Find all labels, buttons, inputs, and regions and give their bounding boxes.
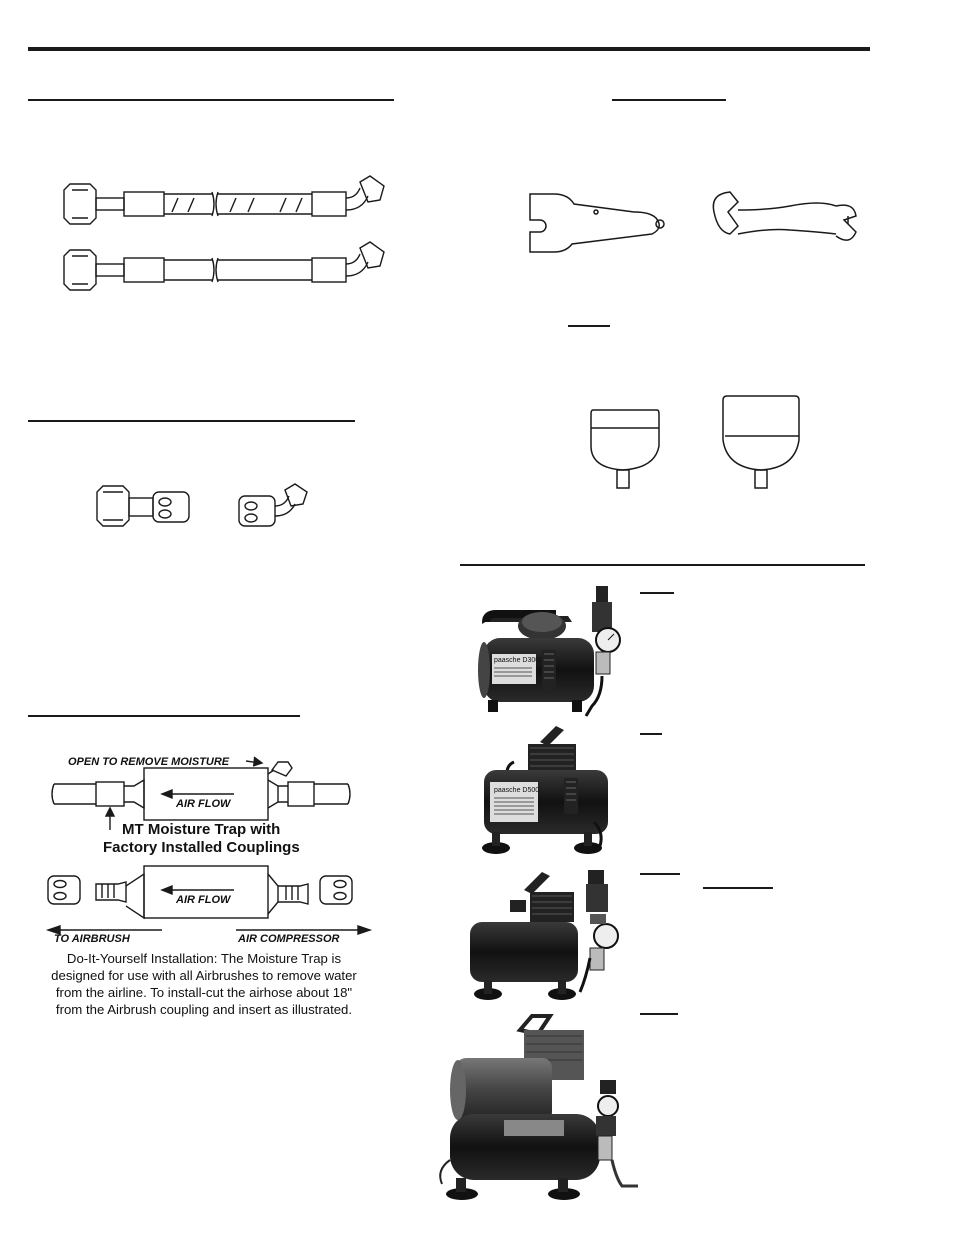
air-flow-label-2: AIR FLOW <box>175 894 232 906</box>
right-coupling-icon <box>319 875 353 905</box>
braided-hose <box>63 175 385 225</box>
compressor-4-label-rule <box>640 1013 678 1015</box>
mt-title-line1: MT Moisture Trap with <box>122 821 280 838</box>
small-color-cup-icon <box>590 409 660 489</box>
left-coupling-icon <box>47 875 81 905</box>
mt-title-line2: Factory Installed Couplings <box>103 839 300 856</box>
air-compressor-label: AIR COMPRESSOR <box>237 933 340 945</box>
wrench-section-rule <box>612 99 726 101</box>
moisture-trap-body-2 <box>143 865 269 919</box>
hose-section-rule <box>28 99 394 101</box>
compressor-d500-photo: paasche D500 <box>482 726 608 854</box>
color-cups-illustration <box>590 395 800 489</box>
smooth-hose <box>63 241 385 291</box>
wrenches-illustration <box>529 191 857 253</box>
moisture-trap-body <box>143 767 269 821</box>
compressor-section-rule <box>460 564 865 566</box>
compressor-2-label-rule <box>640 733 662 735</box>
moisture-trap-caption: Do-It-Yourself Installation: The Moistur… <box>34 950 374 1018</box>
quick-coupling-icon <box>238 483 308 527</box>
badge-d3000: paasche D3000 <box>494 657 543 664</box>
to-airbrush-label: TO AIRBRUSH <box>54 933 131 945</box>
moisture-trap-section-rule <box>28 715 300 717</box>
compressor-d3000-photo: paasche D3000 <box>478 586 621 717</box>
caption-line: from the Airbrush coupling and insert as… <box>55 1002 353 1017</box>
moisture-trap-diagram: OPEN TO REMOVE MOISTURE AIR FLOW MT Mois… <box>45 756 373 945</box>
compressor-regulator-photo <box>470 870 619 1000</box>
compressor-3-label-rule <box>640 873 680 875</box>
caption-line: Do-It-Yourself Installation: The Moistur… <box>66 951 342 966</box>
color-cup-section-rule <box>568 325 610 327</box>
compressor-tank-photo <box>439 1014 638 1200</box>
open-end-wrench-icon <box>712 191 857 241</box>
header-rule <box>28 47 870 51</box>
badge-d500: paasche D500 <box>494 787 539 794</box>
compressor-3-sub-rule <box>703 887 773 889</box>
hex-nut-coupling-icon <box>96 485 190 527</box>
air-hoses-illustration <box>63 175 385 291</box>
couplings-illustration <box>96 483 308 527</box>
caption-line: from the airline. To install-cut the air… <box>55 985 353 1000</box>
compressor-1-label-rule <box>640 592 674 594</box>
caption-line: designed for use with all Airbrushes to … <box>51 968 357 983</box>
open-label: OPEN TO REMOVE MOISTURE <box>68 756 230 768</box>
air-flow-label-1: AIR FLOW <box>175 798 232 810</box>
coupling-section-rule <box>28 420 355 422</box>
large-color-cup-icon <box>722 395 800 489</box>
spanner-wrench-icon <box>529 193 665 253</box>
